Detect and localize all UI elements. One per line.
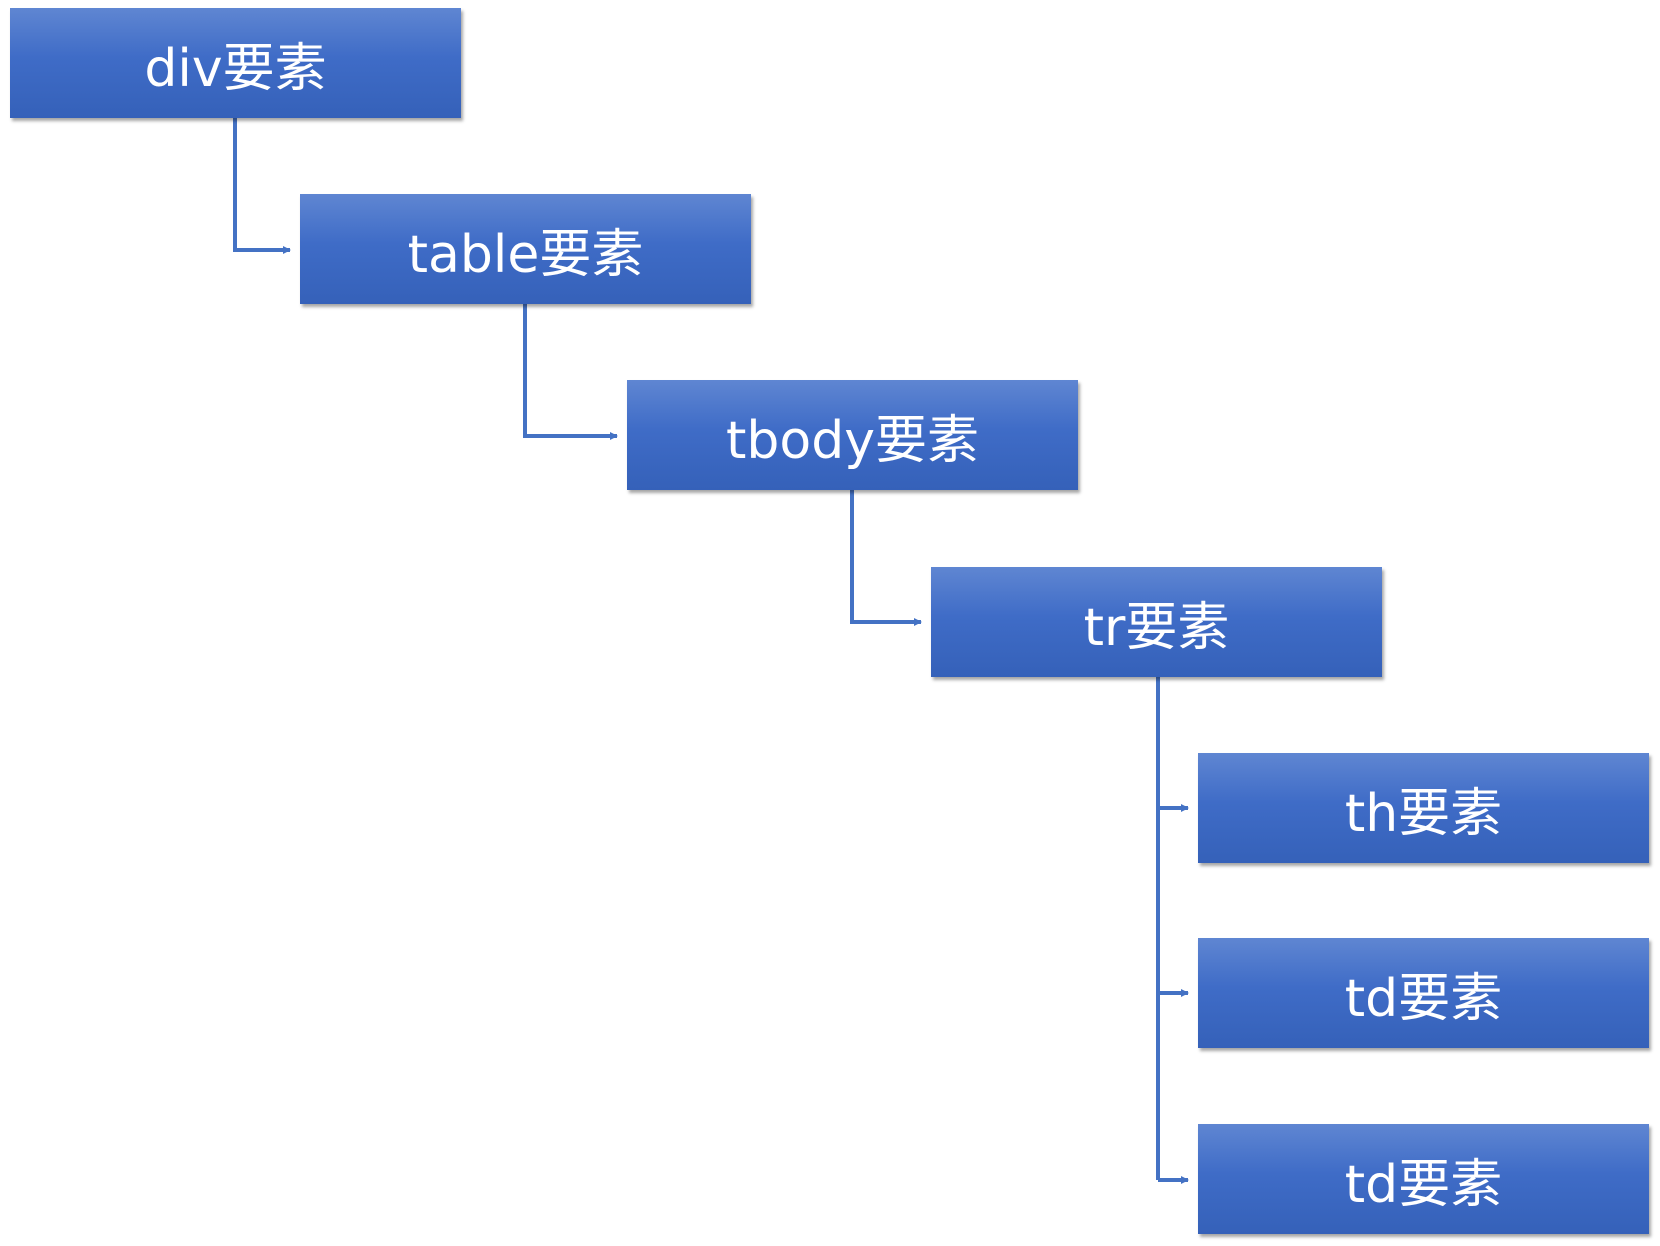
node-tbody-label: tbody要素 (726, 410, 979, 471)
node-th: th要素 (1198, 753, 1649, 863)
node-th-label: th要素 (1344, 783, 1503, 844)
connector-tbody-tr (850, 490, 922, 626)
connector-table-tbody (523, 304, 618, 440)
node-td-2-label: td要素 (1344, 1154, 1503, 1215)
node-table: table要素 (300, 194, 751, 304)
node-div-label: div要素 (144, 38, 327, 99)
node-div: div要素 (10, 8, 461, 118)
node-td-1: td要素 (1198, 938, 1649, 1048)
connector-div-table (233, 118, 291, 254)
node-tr-label: tr要素 (1083, 597, 1230, 658)
node-table-label: table要素 (407, 224, 644, 285)
node-td-1-label: td要素 (1344, 968, 1503, 1029)
node-tr: tr要素 (931, 567, 1382, 677)
node-td-2: td要素 (1198, 1124, 1649, 1234)
node-tbody: tbody要素 (627, 380, 1078, 490)
